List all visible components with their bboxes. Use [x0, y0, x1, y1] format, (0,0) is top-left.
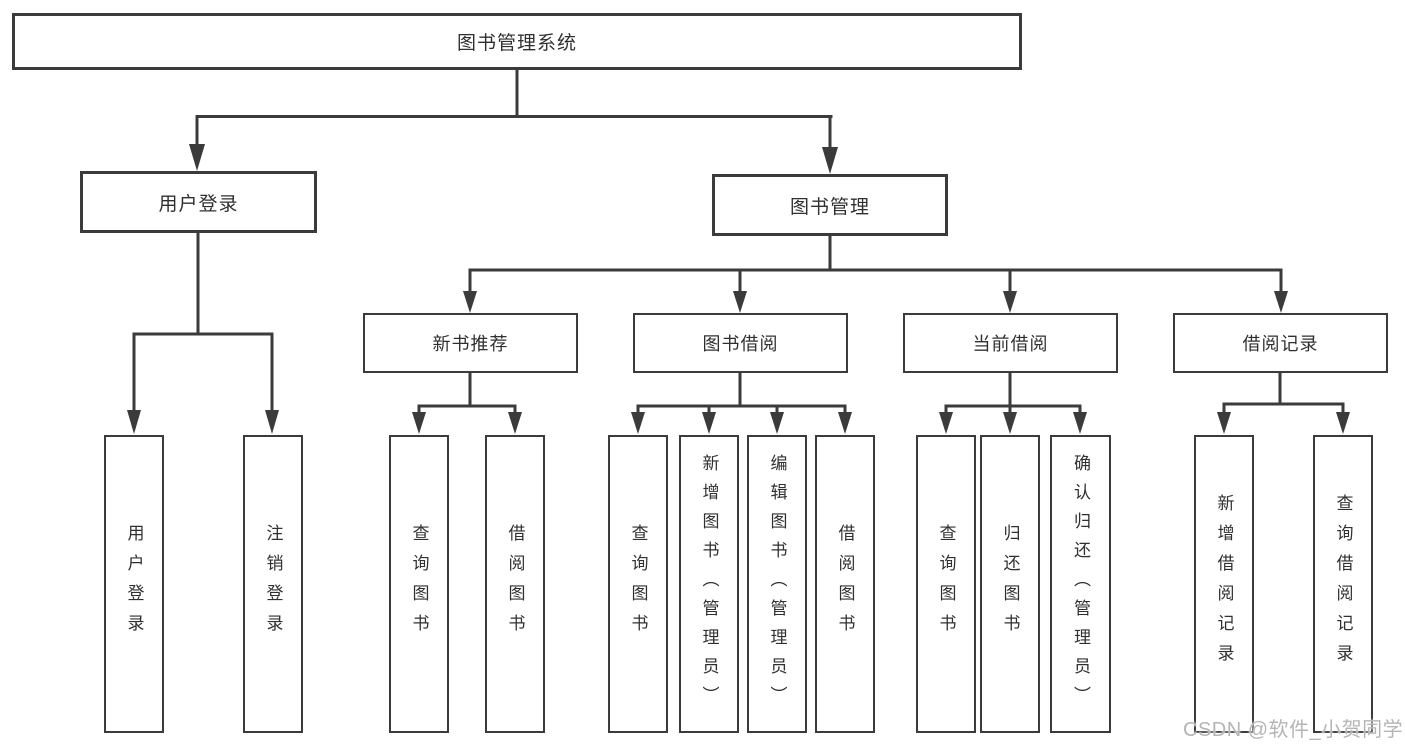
node-recommend-borrow-books: 借阅图书 — [485, 435, 545, 733]
node-label: 图书借阅 — [702, 334, 779, 354]
node-label: 查询图书 — [936, 524, 956, 644]
node-label: 归还图书 — [1000, 524, 1020, 644]
node-query-borrow-record: 查询借阅记录 — [1313, 435, 1373, 733]
node-label: 新增图书（管理员） — [699, 453, 719, 715]
connector-new-book-recommend-to-children — [412, 373, 522, 434]
node-new-book-recommend: 新书推荐 — [363, 313, 578, 373]
connector-root-to-children — [189, 68, 838, 174]
node-current-query-books: 查询图书 — [916, 435, 976, 733]
node-label: 注销登录 — [263, 524, 283, 644]
csdn-watermark: CSDN @软件_小贺同学 — [1183, 719, 1404, 741]
node-label: 新增借阅记录 — [1214, 494, 1234, 674]
node-recommend-query-books: 查询图书 — [389, 435, 449, 733]
node-borrowing-records: 借阅记录 — [1173, 313, 1388, 373]
node-label: 图书管理 — [789, 196, 870, 218]
node-book-borrowing: 图书借阅 — [633, 313, 848, 373]
node-label: 借阅图书 — [505, 524, 525, 644]
node-label: 新书推荐 — [432, 334, 509, 354]
connector-book-management-to-children — [463, 236, 1288, 313]
node-label: 借阅图书 — [835, 524, 855, 644]
connector-borrowing-records-to-children — [1217, 373, 1350, 434]
node-label: 查询图书 — [628, 524, 648, 644]
node-label: 当前借阅 — [972, 334, 1049, 354]
node-label: 确认归还（管理员） — [1071, 453, 1090, 715]
connector-current-borrowing-to-children — [939, 373, 1087, 434]
node-return-books: 归还图书 — [980, 435, 1040, 733]
node-confirm-return-admin: 确认归还（管理员） — [1050, 435, 1111, 733]
node-borrowing-query-books: 查询图书 — [608, 435, 668, 733]
node-library-system: 图书管理系统 — [12, 13, 1022, 70]
node-add-books-admin: 新增图书（管理员） — [679, 435, 739, 733]
node-add-borrow-record: 新增借阅记录 — [1194, 435, 1254, 733]
node-label: 查询图书 — [409, 524, 429, 644]
node-book-management: 图书管理 — [712, 174, 948, 236]
node-edit-books-admin: 编辑图书（管理员） — [747, 435, 807, 733]
node-label: 用户登录 — [124, 524, 144, 644]
node-label: 查询借阅记录 — [1333, 494, 1353, 674]
node-current-borrowing: 当前借阅 — [903, 313, 1118, 373]
node-label: 用户登录 — [158, 193, 239, 215]
node-borrowing-borrow-books: 借阅图书 — [815, 435, 875, 733]
node-label: 编辑图书（管理员） — [767, 453, 787, 715]
node-logout: 注销登录 — [243, 435, 303, 733]
connector-book-borrowing-to-children — [631, 373, 852, 434]
node-user-login: 用户登录 — [80, 171, 317, 233]
connector-user-login-to-children — [127, 233, 279, 434]
node-login: 用户登录 — [104, 435, 164, 733]
node-label: 借阅记录 — [1242, 334, 1319, 354]
node-label: 图书管理系统 — [456, 33, 577, 54]
